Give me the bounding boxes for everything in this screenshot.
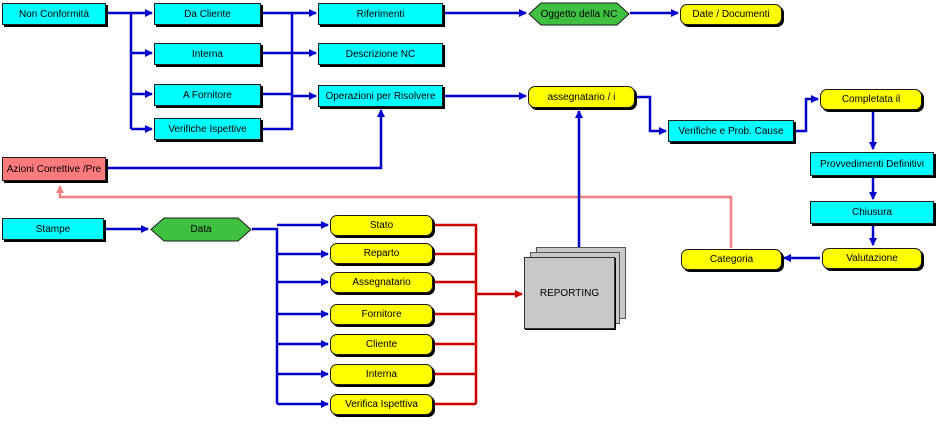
node-data[interactable]: Data [150, 217, 252, 242]
conn-azioni-operazioni [107, 109, 385, 170]
node-stampe[interactable]: Stampe [2, 218, 104, 240]
conn-assegnatario-verifiche [636, 95, 667, 135]
node-label: Completata il [841, 94, 901, 105]
node-label: Date / Documenti [692, 9, 770, 20]
node-completata[interactable]: Completata il [820, 89, 922, 110]
feedback-connector [56, 185, 733, 248]
hexagon-shape [150, 217, 252, 242]
node-chiusura[interactable]: Chiusura [810, 201, 934, 224]
node-label: Oggetto della NC [540, 8, 618, 20]
node-azioni-correttive[interactable]: Azioni Correttive /Pre [2, 157, 106, 181]
node-label: Categoria [709, 254, 754, 265]
node-valutazione[interactable]: Valutazione [822, 248, 922, 269]
conn-verifiche-completata [795, 95, 819, 133]
node-label: Cliente [365, 339, 398, 350]
node-label: Non Conformità [18, 8, 90, 20]
node-verifica-ispettiva[interactable]: Verifica Ispettiva [330, 394, 433, 415]
node-label: Fornitore [361, 309, 402, 320]
node-label: Interna [191, 48, 224, 60]
hexagon-shape [528, 2, 630, 26]
node-interna[interactable]: Interna [154, 43, 261, 65]
node-label: Verifiche e Prob. Cause [678, 125, 784, 137]
node-label: assegnatario / i [547, 91, 616, 103]
node-label: Data [190, 224, 212, 235]
node-label: Descrizione NC [345, 48, 416, 60]
node-da-cliente[interactable]: Da Cliente [154, 3, 261, 25]
node-label: Da Cliente [184, 8, 231, 20]
node-interna-report[interactable]: Interna [330, 364, 433, 385]
node-label: Verifica Ispettiva [345, 399, 418, 410]
node-label: Operazioni per Risolvere [325, 90, 436, 102]
node-oggetto-nc[interactable]: Oggetto della NC [528, 2, 630, 26]
node-reporting[interactable]: REPORTING [524, 257, 615, 329]
node-fornitore[interactable]: Fornitore [330, 304, 433, 325]
node-label: A Fornitore [183, 89, 232, 101]
node-verifiche-ispettive[interactable]: Verifiche Ispettive [154, 118, 261, 140]
node-date-documenti[interactable]: Date / Documenti [680, 4, 782, 25]
node-label: Interna [365, 369, 398, 380]
node-label: Stato [369, 220, 394, 231]
node-label: Stampe [35, 223, 71, 235]
node-reparto[interactable]: Reparto [330, 243, 433, 264]
node-label: Assegnatario [352, 277, 411, 288]
node-non-conformita[interactable]: Non Conformità [2, 3, 106, 25]
node-label: Valutazione [846, 253, 898, 264]
node-categoria[interactable]: Categoria [681, 249, 782, 270]
node-label: Verifiche Ispettive [168, 123, 247, 135]
node-label: Riferimenti [356, 8, 405, 20]
node-assegnatario-i[interactable]: assegnatario / i [528, 86, 635, 108]
node-assegnatario[interactable]: Assegnatario [330, 272, 433, 293]
node-label: REPORTING [539, 287, 600, 299]
node-a-fornitore[interactable]: A Fornitore [154, 84, 261, 106]
node-verifiche-cause[interactable]: Verifiche e Prob. Cause [668, 120, 794, 142]
node-label: Chiusura [851, 207, 893, 218]
conn-data-bus [252, 227, 279, 404]
node-provvedimenti[interactable]: Provvedimenti Definitivi [810, 152, 934, 176]
node-stato[interactable]: Stato [330, 215, 433, 236]
node-operazioni[interactable]: Operazioni per Risolvere [318, 85, 443, 107]
node-descrizione-nc[interactable]: Descrizione NC [318, 43, 443, 65]
node-cliente[interactable]: Cliente [330, 334, 433, 355]
conn-sources-bus [262, 11, 294, 131]
node-label: Reparto [363, 248, 400, 259]
node-label: Azioni Correttive /Pre [6, 163, 102, 175]
node-label: Provvedimenti Definitivi [820, 158, 924, 170]
node-riferimenti[interactable]: Riferimenti [318, 3, 443, 25]
